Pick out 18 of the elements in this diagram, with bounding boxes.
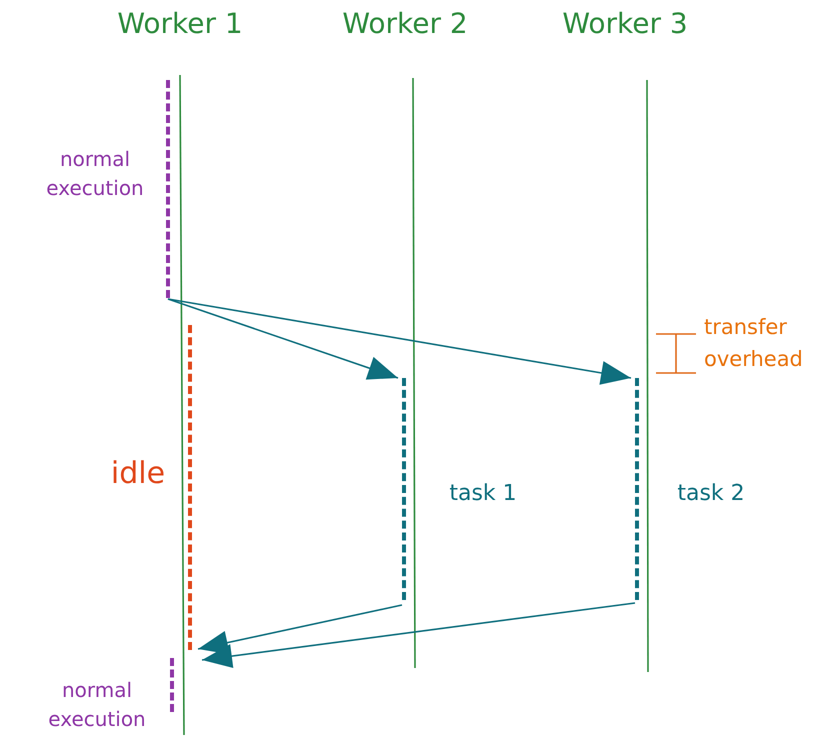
- activity-label: task 2: [676, 480, 746, 508]
- activity-label: idle: [110, 455, 166, 493]
- annotation-label: transfer overhead: [704, 314, 804, 372]
- dashed-bar: [402, 378, 407, 600]
- dashed-bar: [166, 80, 171, 298]
- column-heading: Worker 1: [116, 6, 244, 42]
- dashed-bar: [170, 658, 175, 712]
- activity-label: normal execution: [47, 677, 147, 733]
- dashed-bar: [635, 378, 640, 600]
- arrow: [202, 602, 636, 668]
- activity-label: task 1: [448, 480, 518, 508]
- column-heading: Worker 3: [561, 6, 689, 42]
- arrow: [168, 298, 398, 380]
- dashed-bar: [188, 325, 193, 650]
- column-heading: Worker 2: [341, 6, 469, 42]
- arrow: [198, 604, 402, 654]
- activity-label: normal execution: [45, 146, 145, 202]
- arrow: [168, 298, 632, 385]
